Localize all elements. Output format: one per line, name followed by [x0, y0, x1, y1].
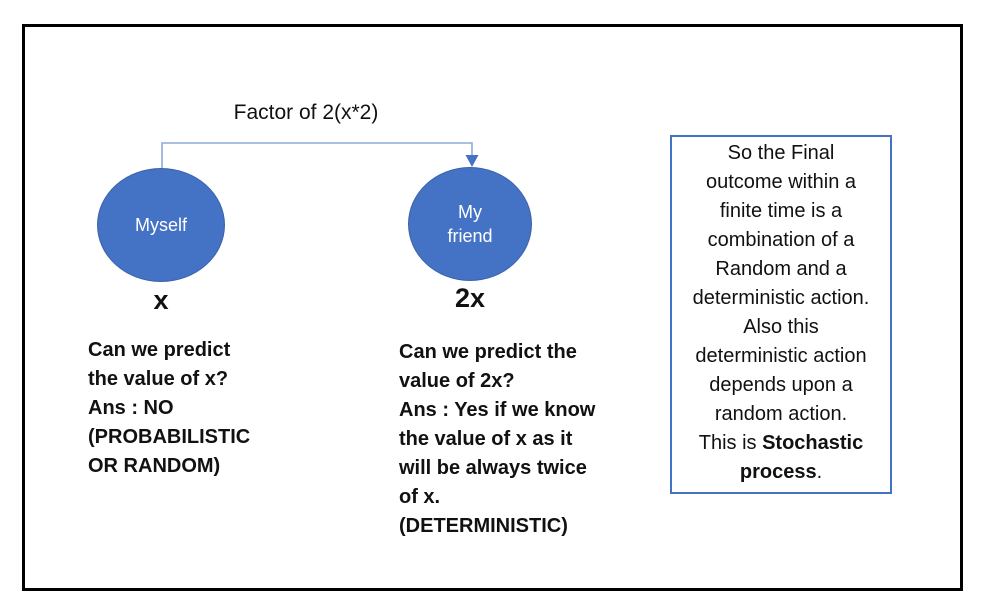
summary-bold-text: Stochastic process — [739, 432, 864, 483]
node-friend-label: My friend — [447, 202, 493, 246]
connector-label: Factor of 2(x*2) — [233, 101, 379, 124]
description-myself: Can we predict the value of x? Ans : NO … — [88, 339, 251, 477]
summary-box: So the Final outcome within a finite tim… — [670, 135, 892, 494]
description-friend: Can we predict the value of 2x? Ans : Ye… — [399, 341, 596, 537]
node-myself: Myself — [97, 168, 225, 282]
node-myself-label: Myself — [134, 215, 187, 235]
outer-frame — [22, 24, 963, 591]
node-friend: My friend — [408, 167, 532, 281]
value-label-x: x — [153, 285, 169, 315]
value-label-2x: 2x — [454, 283, 486, 313]
summary-suffix: . — [816, 461, 823, 483]
summary-text: So the Final outcome within a finite tim… — [692, 142, 870, 454]
